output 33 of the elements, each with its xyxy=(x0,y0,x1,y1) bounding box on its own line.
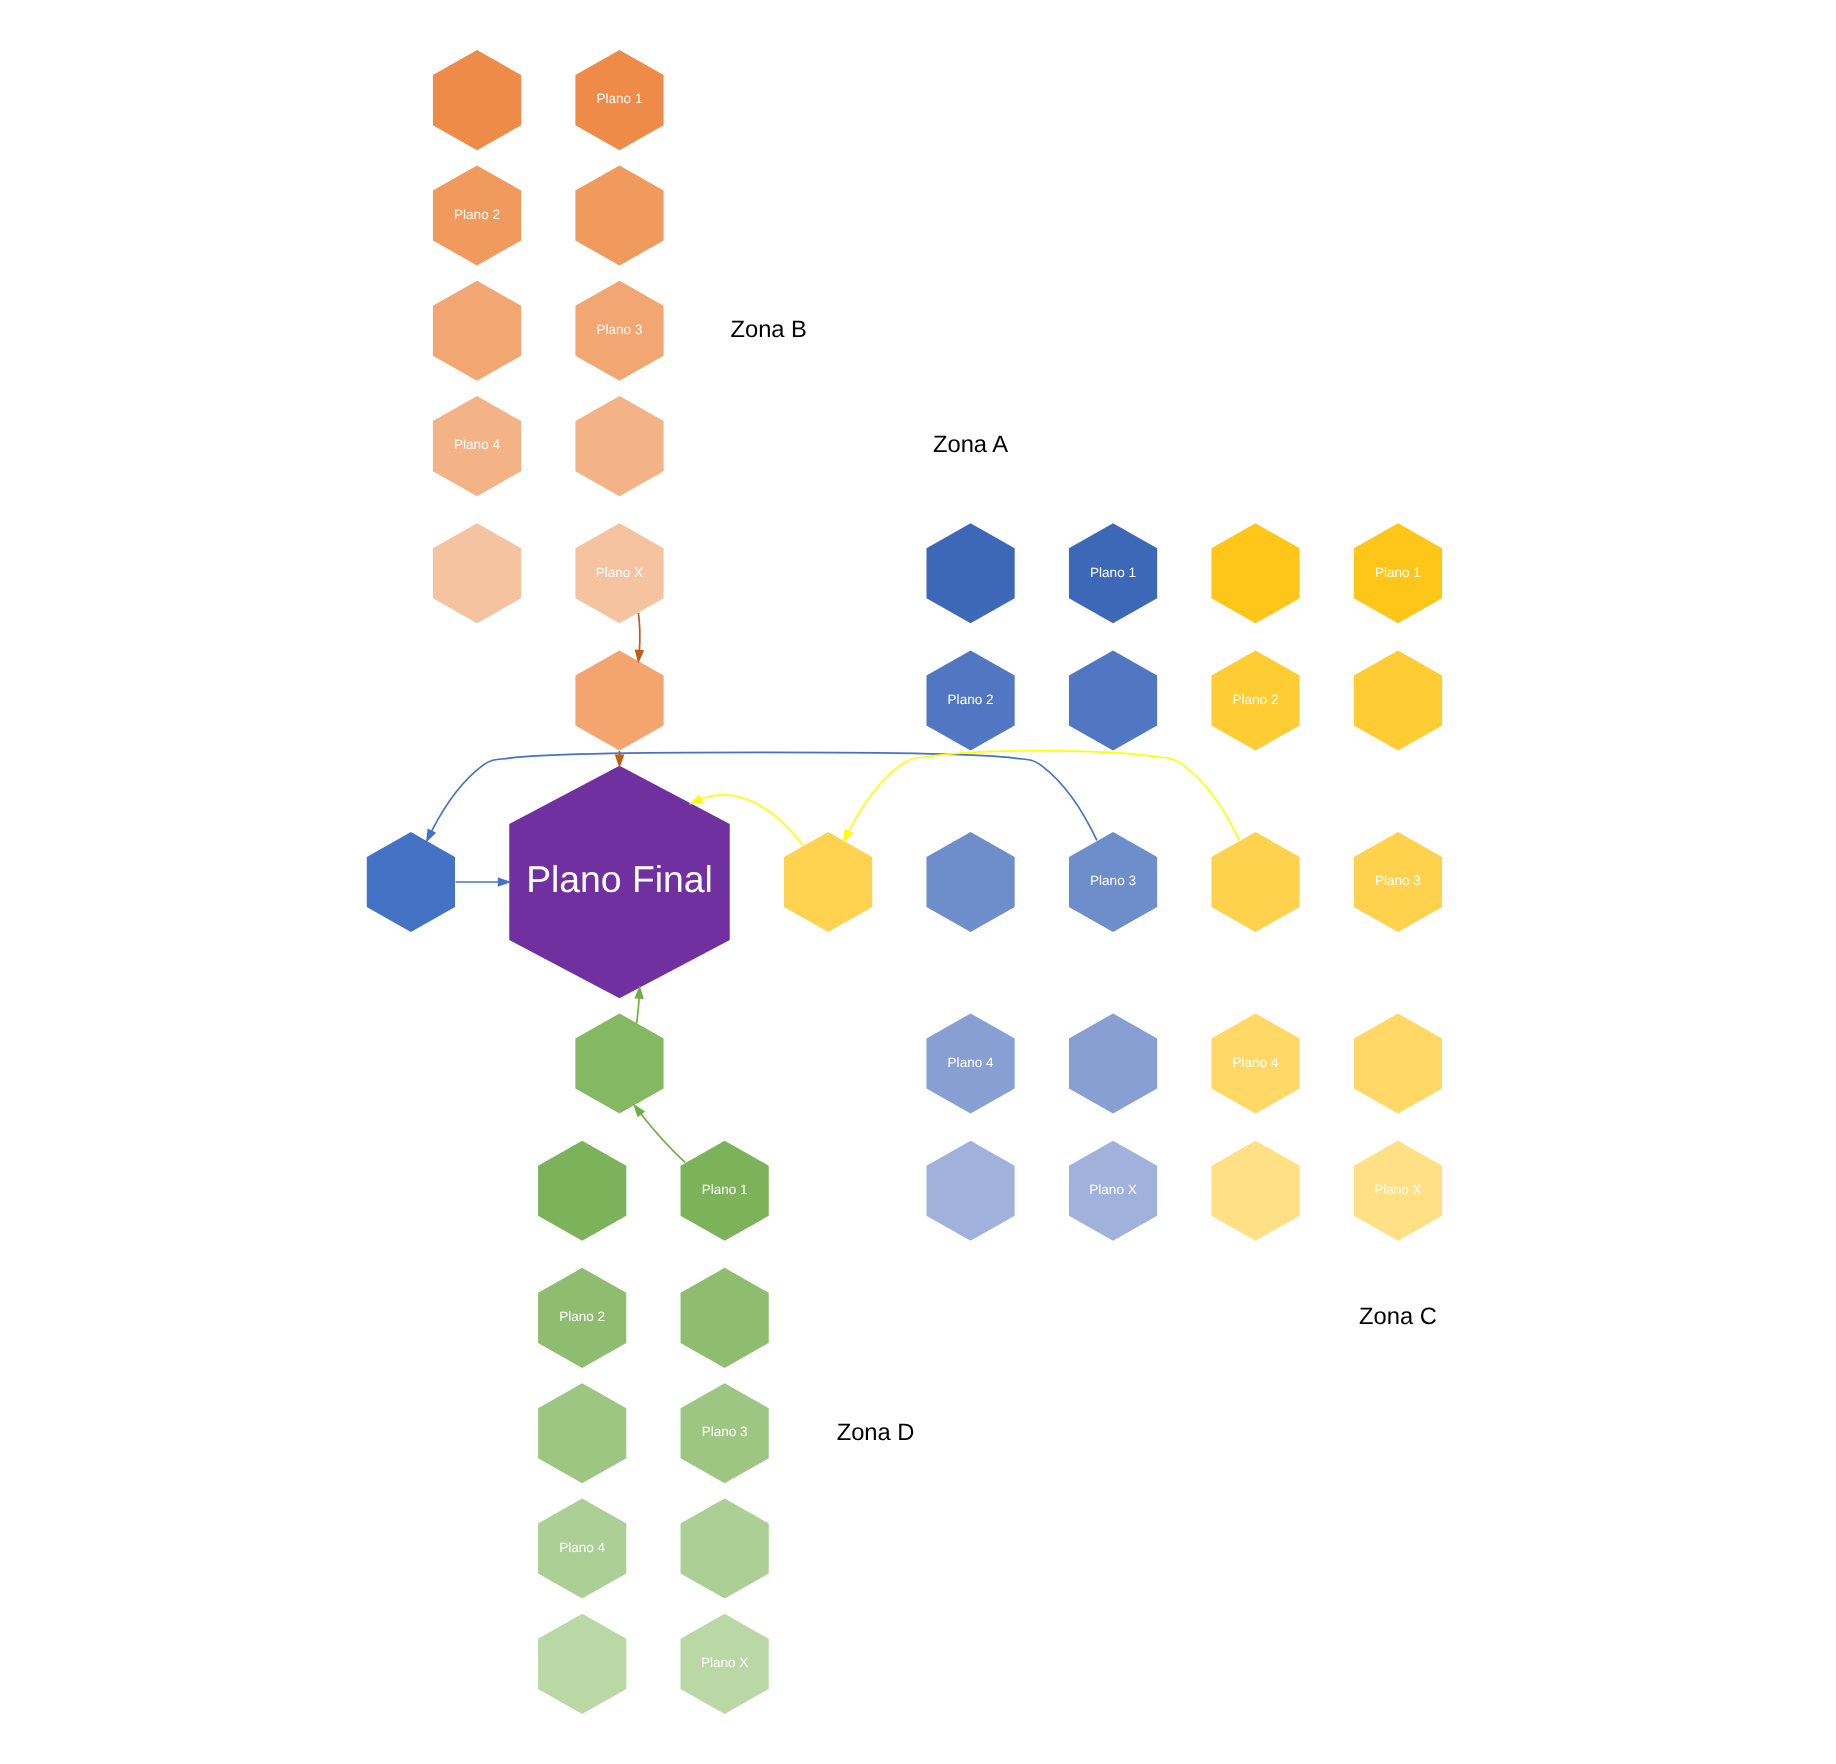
arrow xyxy=(634,612,645,664)
node-hexagon xyxy=(680,1267,769,1368)
node-hexagon xyxy=(1068,1013,1158,1114)
node-hexagon xyxy=(926,1140,1015,1241)
node-hexagon xyxy=(575,165,664,266)
node-hexagon xyxy=(1068,650,1158,751)
label: Zona D xyxy=(836,1417,915,1446)
node-hexagon xyxy=(432,50,522,151)
node-hexagon xyxy=(784,831,873,933)
node-hexagon xyxy=(1353,650,1443,751)
node-hexagon xyxy=(575,1013,664,1114)
label: Zona B xyxy=(730,315,807,344)
node-hexagon xyxy=(1353,1013,1443,1114)
arrow xyxy=(633,1103,686,1164)
label: Zona A xyxy=(932,430,1009,459)
node-hexagon xyxy=(366,831,455,933)
label: Zona C xyxy=(1359,1302,1437,1331)
arrow xyxy=(688,794,805,847)
node-hexagon xyxy=(432,280,522,381)
node-hexagon xyxy=(1211,1140,1300,1241)
node-hexagon xyxy=(538,1613,627,1714)
node-hexagon xyxy=(1211,523,1300,624)
node-hexagon xyxy=(538,1383,627,1484)
node-hexagon xyxy=(680,1498,769,1599)
arrow xyxy=(454,877,512,887)
node-hexagon xyxy=(432,523,522,624)
arrow xyxy=(634,985,644,1024)
node-hexagon xyxy=(926,831,1015,933)
node-hexagon xyxy=(575,396,664,497)
node-hexagon xyxy=(538,1140,627,1241)
arrow xyxy=(843,749,1241,843)
node-hexagon xyxy=(1211,831,1300,933)
node-hexagon xyxy=(926,523,1015,624)
